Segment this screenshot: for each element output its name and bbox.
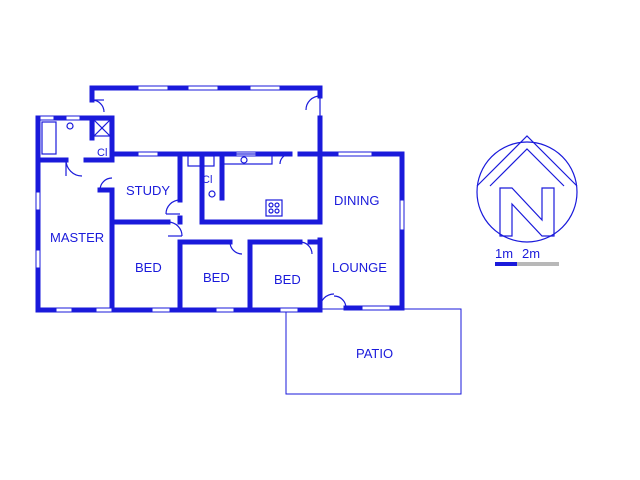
fixtures (41, 119, 283, 217)
scale-label-1m: 1m (495, 246, 513, 261)
scale-bar: 1m 2m (495, 246, 559, 266)
doors (65, 95, 347, 309)
room-label-bed: BED (135, 260, 162, 275)
north-compass (476, 135, 578, 243)
room-label-master: MASTER (50, 230, 104, 245)
scale-label-2m: 2m (522, 246, 540, 261)
room-label-bed: BED (274, 272, 301, 287)
room-label-dining: DINING (334, 193, 380, 208)
room-label-bed: BED (203, 270, 230, 285)
closet-label: Cl (202, 174, 212, 186)
room-label-lounge: LOUNGE (332, 260, 387, 275)
scale-bar-light (517, 262, 559, 266)
room-label-patio: PATIO (356, 346, 393, 361)
closet-label: Cl (97, 147, 107, 159)
scale-bar-dark (495, 262, 517, 266)
room-label-study: STUDY (126, 183, 170, 198)
